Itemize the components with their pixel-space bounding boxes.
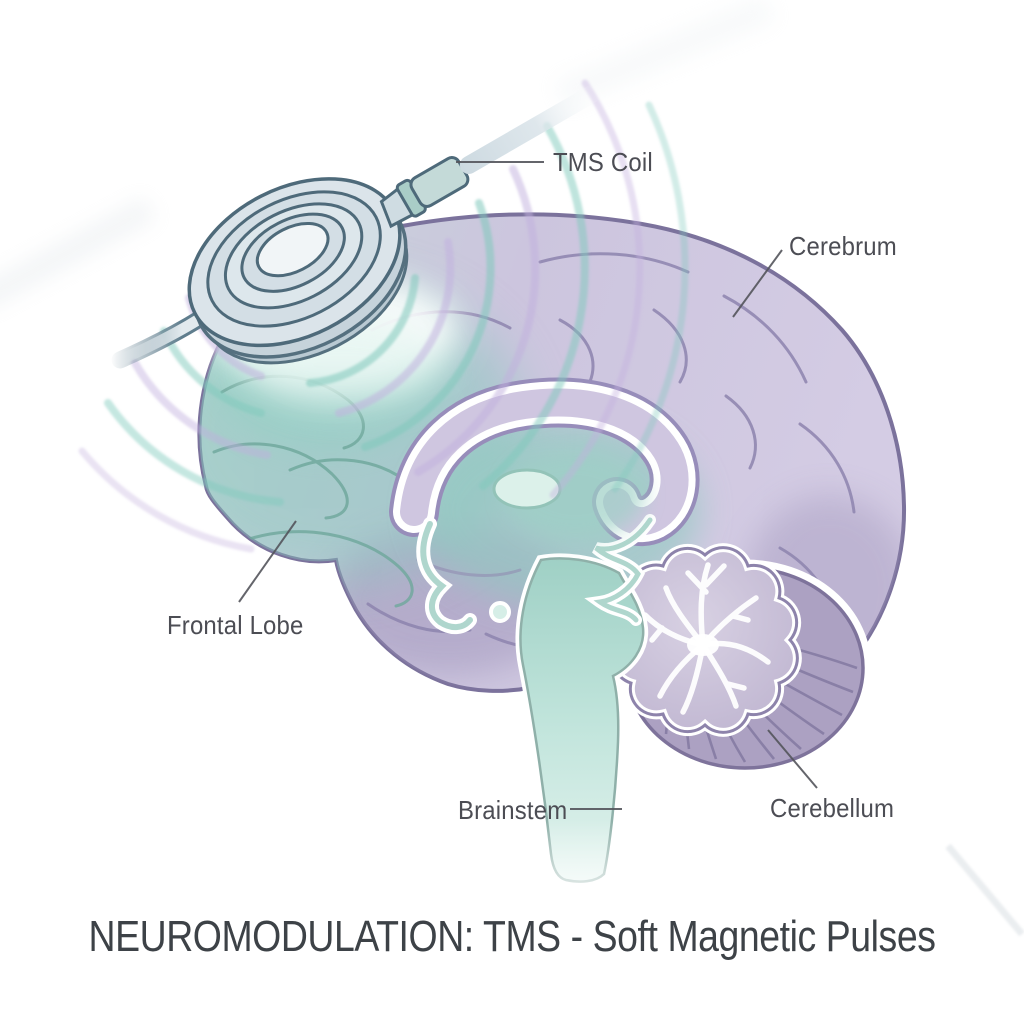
leader-cerebellum: [767, 729, 818, 789]
thalamus-graphic: [489, 450, 645, 623]
label-cerebrum: Cerebrum: [789, 231, 897, 261]
label-tms-coil: TMS Coil: [553, 147, 653, 177]
tms-coil-graphic: [187, 85, 601, 365]
figure-title: NEUROMODULATION: TMS - Soft Magnetic Pul…: [88, 912, 936, 961]
label-brainstem: Brainstem: [458, 795, 568, 825]
corpus-callosum-graphic: [389, 377, 700, 634]
label-frontal-lobe: Frontal Lobe: [167, 610, 304, 640]
leader-cerebrum: [732, 249, 783, 318]
coil-handle: [379, 85, 601, 229]
label-cerebellum: Cerebellum: [770, 793, 895, 823]
leader-frontal-lobe: [238, 520, 297, 603]
leader-lines: [238, 161, 818, 810]
background-streaks: [0, 0, 1024, 937]
